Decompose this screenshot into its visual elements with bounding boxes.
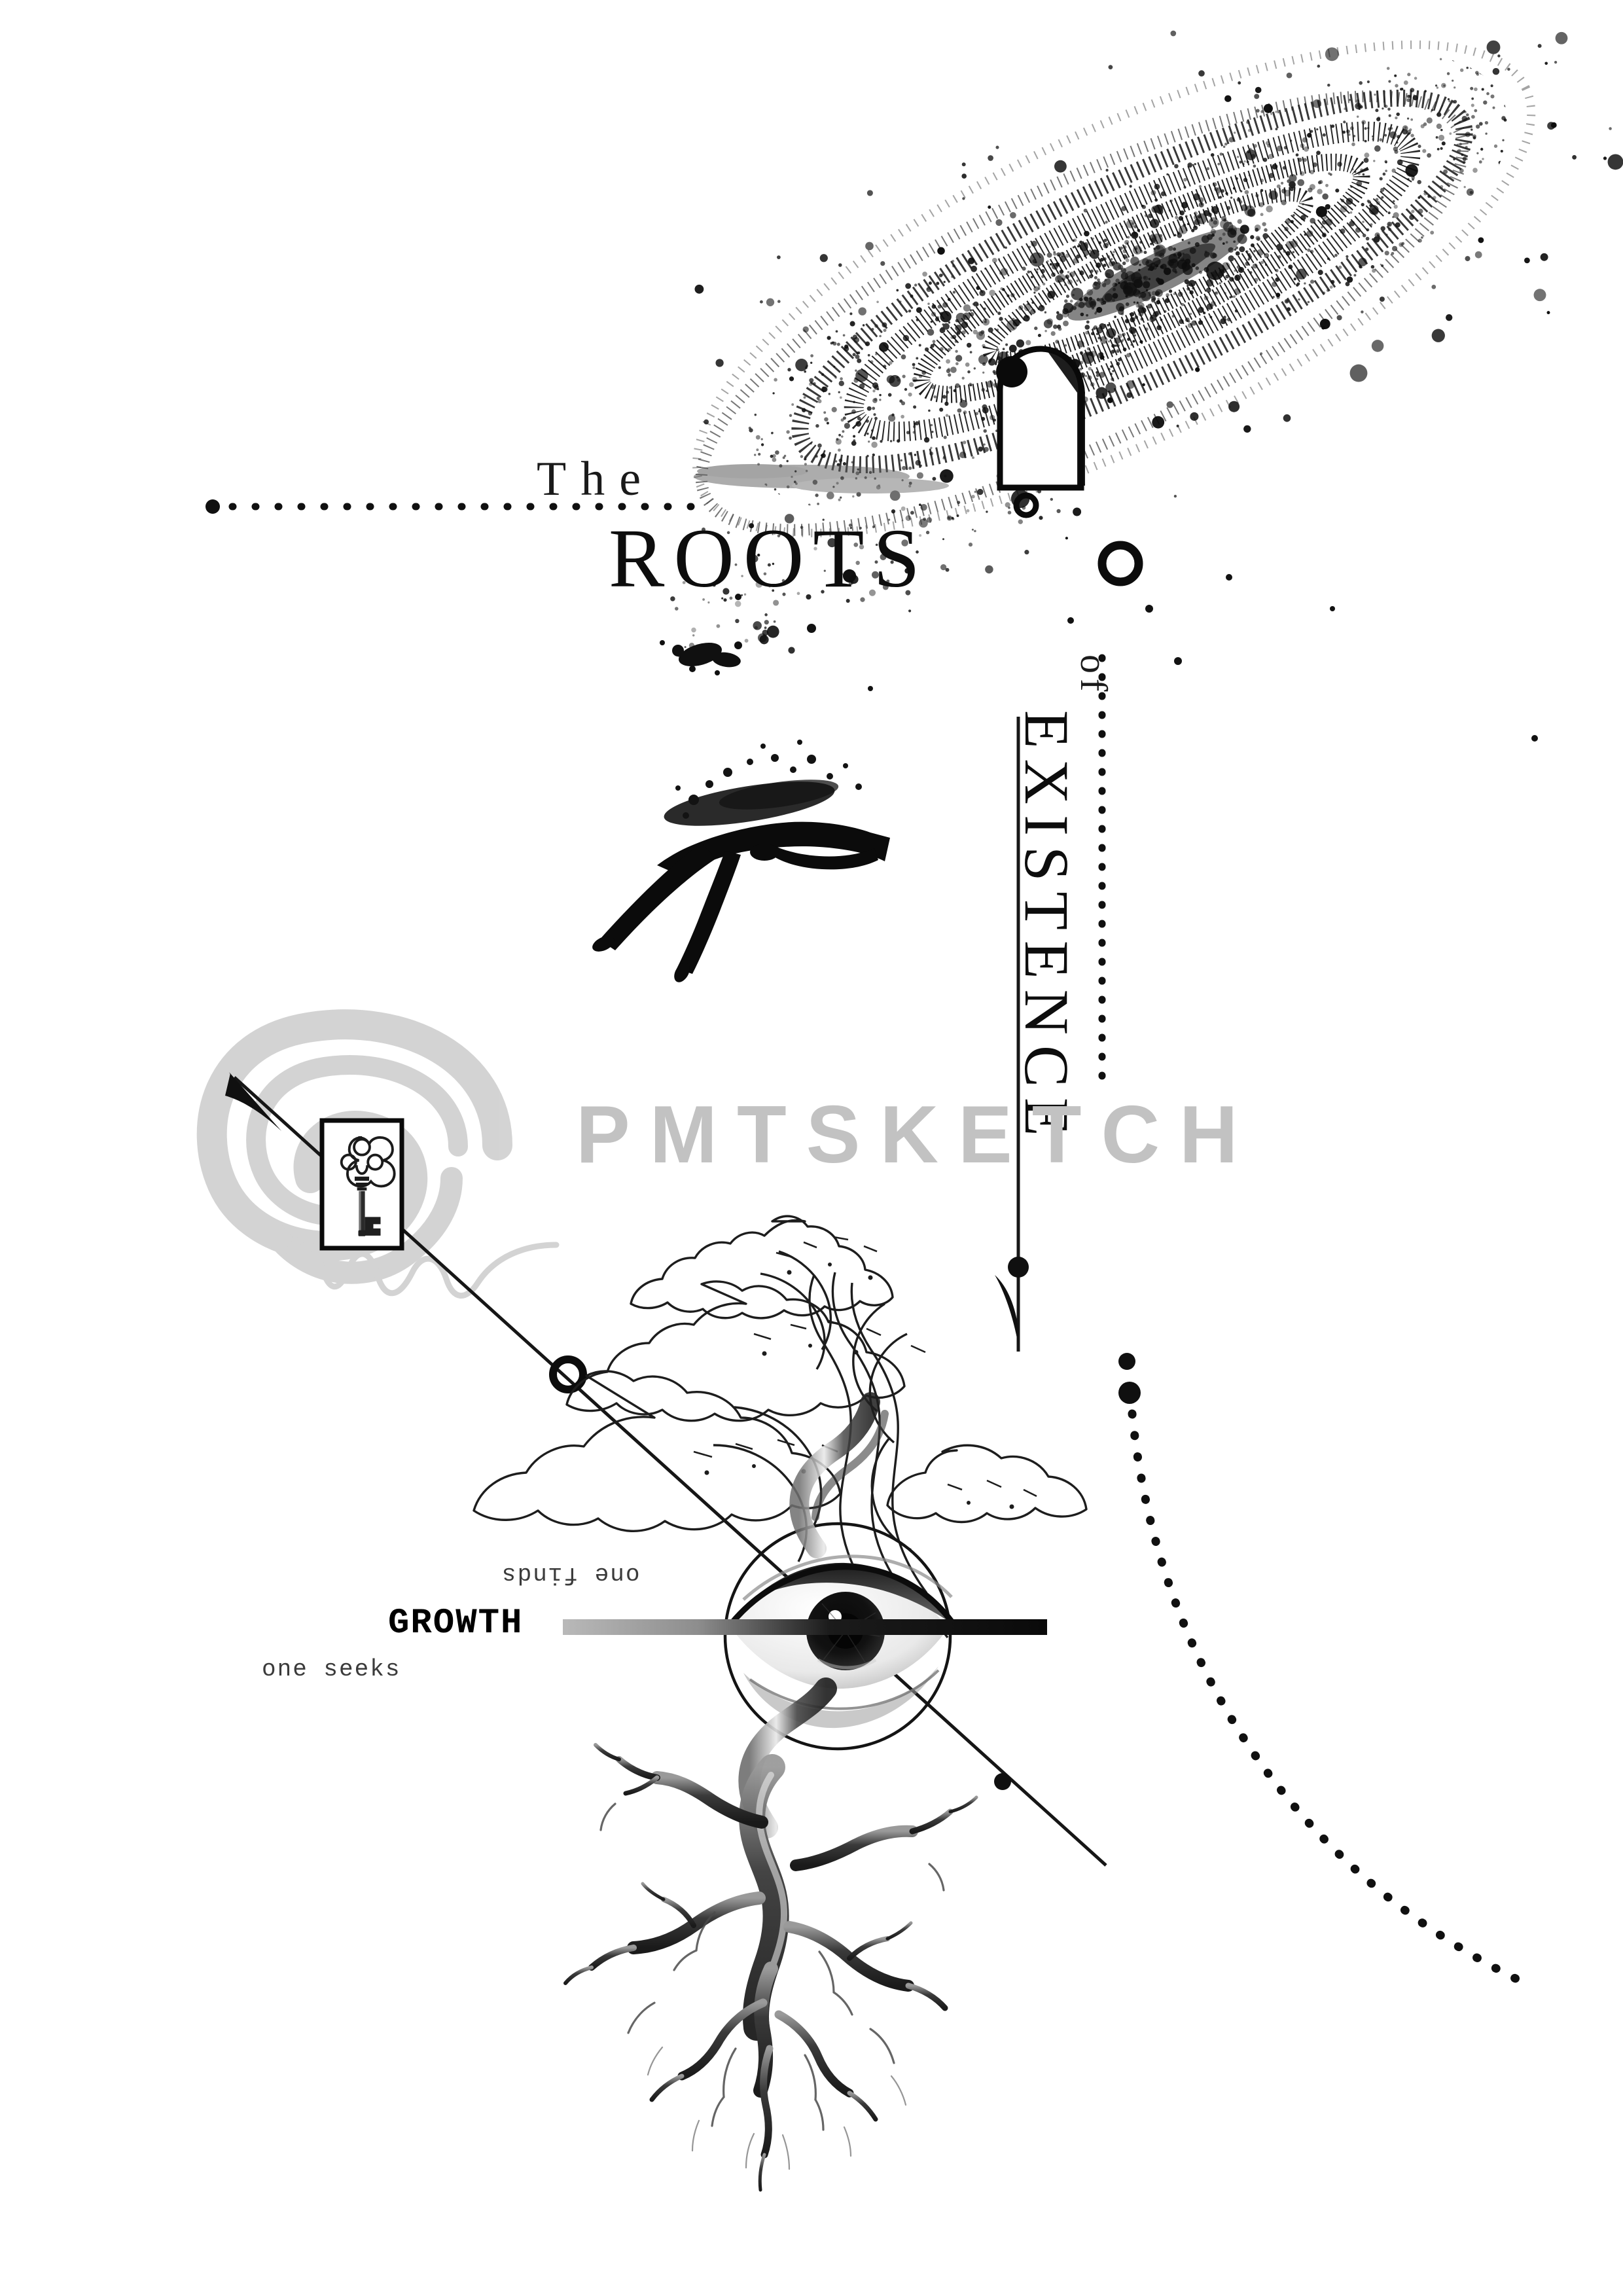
caption-one-seeks: one seeks <box>262 1656 401 1683</box>
title-word-the: The <box>537 452 656 506</box>
scatter-dots <box>735 574 1538 742</box>
ring-marker-small <box>549 1355 587 1393</box>
title-word-existence: EXISTENCE <box>1012 710 1082 1147</box>
root-system <box>563 1743 978 2192</box>
galaxy-spiral <box>660 30 1623 675</box>
falling-figure-silhouette <box>592 740 890 982</box>
arched-doorway-icon <box>996 346 1085 518</box>
caption-one-finds: one finds <box>501 1561 640 1588</box>
ring-marker-large <box>1097 541 1143 586</box>
vertical-rule-with-arrow <box>995 717 1029 1352</box>
skeleton-key-icon <box>319 1118 404 1251</box>
human-eye <box>723 1522 956 1751</box>
caption-growth: GROWTH <box>388 1604 524 1643</box>
ink-splatter <box>660 640 742 675</box>
title-word-roots: ROOTS <box>609 512 929 605</box>
title-word-of: of <box>1073 655 1115 697</box>
dotted-arc <box>1118 1353 1529 1988</box>
watermark-pmtsketch: PMTSKETCH <box>576 1090 1258 1180</box>
dotted-rule-horizontal <box>205 499 698 514</box>
emphasis-bar <box>563 1619 1047 1635</box>
